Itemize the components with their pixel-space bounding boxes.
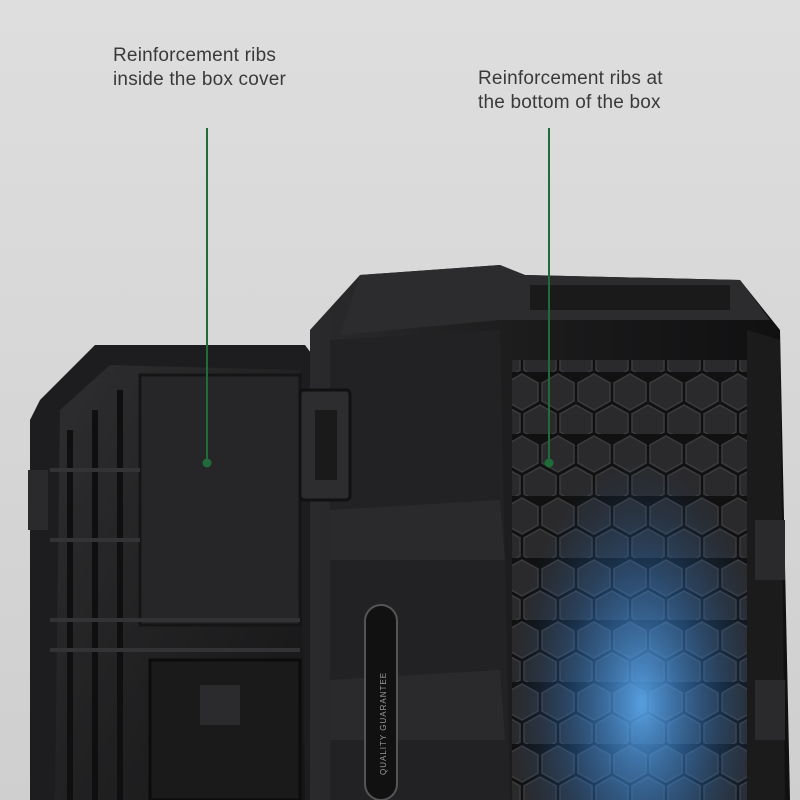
callout-bottom-line1: Reinforcement ribs at (478, 68, 663, 89)
callout-cover-pointer (202, 128, 212, 468)
callout-cover-line2: inside the box cover (113, 69, 286, 90)
callout-bottom-pointer (544, 128, 554, 468)
callout-label-cover: Reinforcement ribs inside the box cover (113, 44, 286, 92)
box-cover (28, 345, 320, 800)
callout-cover-line1: Reinforcement ribs (113, 45, 277, 66)
callout-bottom-line2: the bottom of the box (478, 92, 661, 113)
product-badge-text: QUALITY GUARANTEE (379, 672, 388, 775)
callout-label-bottom: Reinforcement ribs at the bottom of the … (478, 67, 663, 115)
box-body: QUALITY GUARANTEE (298, 265, 790, 800)
